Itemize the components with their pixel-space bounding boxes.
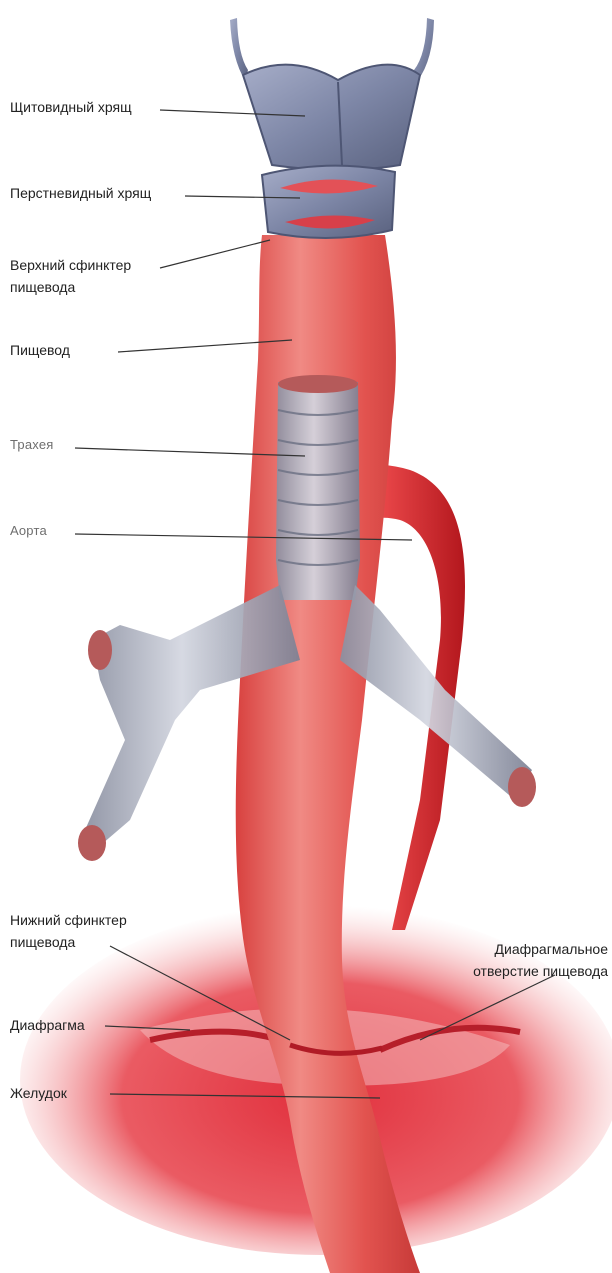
label-esophagus: Пищевод	[10, 341, 70, 359]
label-hiatus-line1: Диафрагмальное	[495, 940, 608, 958]
larynx-shape	[230, 18, 434, 238]
leader-upper-sphincter	[160, 240, 270, 268]
label-diaphragm: Диафрагма	[10, 1016, 85, 1034]
label-trachea: Трахея	[10, 436, 54, 454]
label-hiatus-line2: отверстие пищевода	[473, 962, 608, 980]
label-upper-sphincter-line1: Верхний сфинктер	[10, 256, 131, 274]
label-lower-sphincter-line2: пищевода	[10, 933, 75, 951]
label-upper-sphincter-line2: пищевода	[10, 278, 75, 296]
label-cricoid-cartilage: Перстневидный хрящ	[10, 184, 151, 202]
label-thyroid-cartilage: Щитовидный хрящ	[10, 98, 132, 116]
label-stomach: Желудок	[10, 1084, 67, 1102]
label-aorta: Аорта	[10, 522, 47, 540]
label-lower-sphincter-line1: Нижний сфинктер	[10, 911, 127, 929]
